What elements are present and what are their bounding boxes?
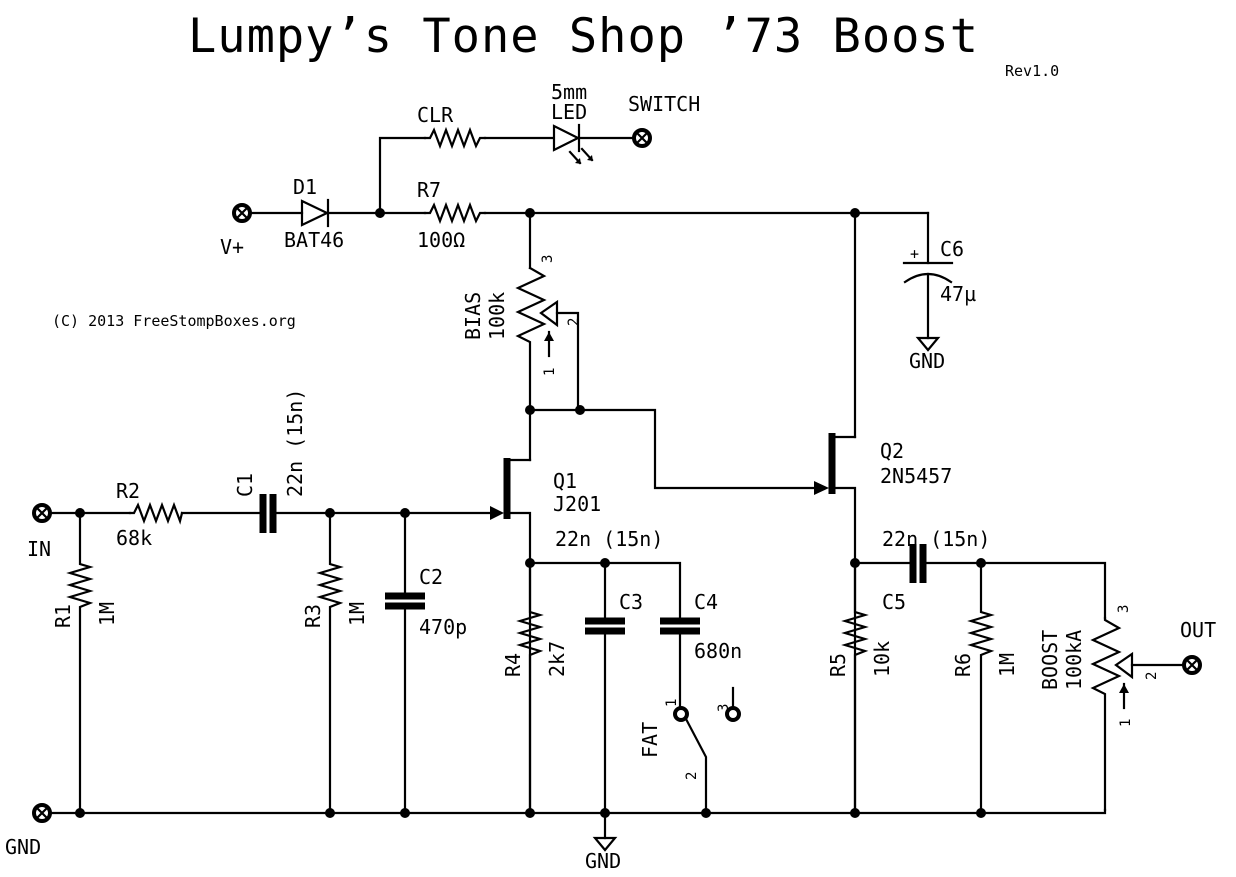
led-label: LED	[551, 100, 587, 124]
fat-pin2: 2	[684, 772, 700, 780]
r3-ref: R3	[301, 604, 325, 628]
q2-value: 2N5457	[880, 464, 952, 488]
c4-value: 680n	[694, 639, 742, 663]
output-label: OUT	[1180, 618, 1216, 642]
led-icon	[552, 123, 594, 165]
copyright-label: (C) 2013 FreeStompBoxes.org	[52, 312, 296, 330]
c1-value: 22n (15n)	[283, 389, 307, 497]
c6-polarity: +	[910, 245, 919, 263]
gnd-left-label: GND	[5, 835, 41, 859]
ground-icon	[592, 836, 618, 852]
trimmer-bias	[515, 266, 547, 412]
c5-value: 22n (15n)	[882, 527, 990, 551]
switch-label: SWITCH	[628, 92, 700, 116]
diode-d1	[300, 198, 330, 228]
capacitor-c3	[585, 617, 625, 635]
c1-ref: C1	[233, 473, 257, 497]
r5-ref: R5	[826, 653, 850, 677]
bias-pin2: 2	[566, 318, 582, 326]
r1-value: 1M	[95, 602, 119, 626]
c2-ref: C2	[419, 565, 443, 589]
r1-ref: R1	[51, 604, 75, 628]
resistor-r7	[423, 201, 487, 225]
c2-value: 470p	[419, 615, 467, 639]
bias-pin1: 1	[542, 368, 558, 376]
r3-value: 1M	[345, 602, 369, 626]
fat-pin1: 1	[664, 699, 680, 707]
resistor-r4	[516, 561, 544, 812]
clr-ref: CLR	[417, 103, 454, 127]
q2-ref: Q2	[880, 439, 904, 463]
c6-gnd-label: GND	[909, 349, 945, 373]
c6-ref: C6	[940, 237, 964, 261]
r2-ref: R2	[116, 479, 140, 503]
bias-pin3: 3	[540, 255, 556, 263]
output-connector	[1182, 655, 1202, 675]
r5-value: 10k	[870, 641, 894, 677]
q1-value: J201	[553, 492, 601, 516]
schematic-title: Lumpy’s Tone Shop ’73 Boost	[188, 9, 979, 64]
r7-ref: R7	[417, 178, 441, 202]
vplus-connector	[232, 203, 252, 223]
boost-ref: BOOST	[1038, 630, 1062, 690]
capacitor-c1	[259, 494, 277, 533]
r2-value: 68k	[116, 526, 152, 550]
q1-ref: Q1	[553, 469, 577, 493]
input-connector	[32, 503, 52, 523]
main-gnd-label: GND	[585, 849, 621, 873]
bias-ref: BIAS	[461, 292, 485, 340]
c3-value: 22n (15n)	[555, 527, 663, 551]
fat-pin3: 3	[716, 704, 732, 712]
potentiometer-boost	[1090, 616, 1122, 812]
fat-switch	[673, 686, 741, 812]
vplus-label: V+	[220, 235, 244, 259]
bias-value: 100k	[485, 292, 509, 340]
capacitor-c2	[385, 592, 425, 610]
resistor-r1	[66, 511, 94, 812]
capacitor-c5	[909, 544, 927, 583]
fat-label: FAT	[638, 722, 662, 758]
r6-ref: R6	[951, 653, 975, 677]
resistor-clr	[423, 126, 487, 150]
boost-pin2: 2	[1144, 672, 1160, 680]
capacitor-c4	[660, 617, 700, 635]
c3-ref: C3	[619, 590, 643, 614]
switch-connector	[632, 128, 652, 148]
revision-label: Rev1.0	[1005, 62, 1059, 80]
resistor-r2	[128, 501, 184, 525]
c4-ref: C4	[694, 590, 718, 614]
led-size: 5mm	[551, 80, 587, 104]
boost-pin3: 3	[1116, 605, 1132, 613]
r4-value: 2k7	[545, 641, 569, 677]
boost-value: 100kA	[1062, 630, 1086, 690]
d1-ref: D1	[293, 175, 317, 199]
gnd-connector	[32, 803, 52, 823]
resistor-r3	[316, 511, 344, 812]
d1-value: BAT46	[284, 228, 344, 252]
input-label: IN	[27, 537, 51, 561]
resistor-r5	[841, 561, 869, 812]
r6-value: 1M	[995, 653, 1019, 677]
ground-icon	[915, 336, 941, 352]
resistor-r6	[967, 561, 995, 812]
r4-ref: R4	[501, 653, 525, 677]
c5-ref: C5	[882, 590, 906, 614]
boost-pin1: 1	[1118, 719, 1134, 727]
r7-value: 100Ω	[417, 228, 465, 252]
c6-value: 47µ	[940, 282, 976, 306]
